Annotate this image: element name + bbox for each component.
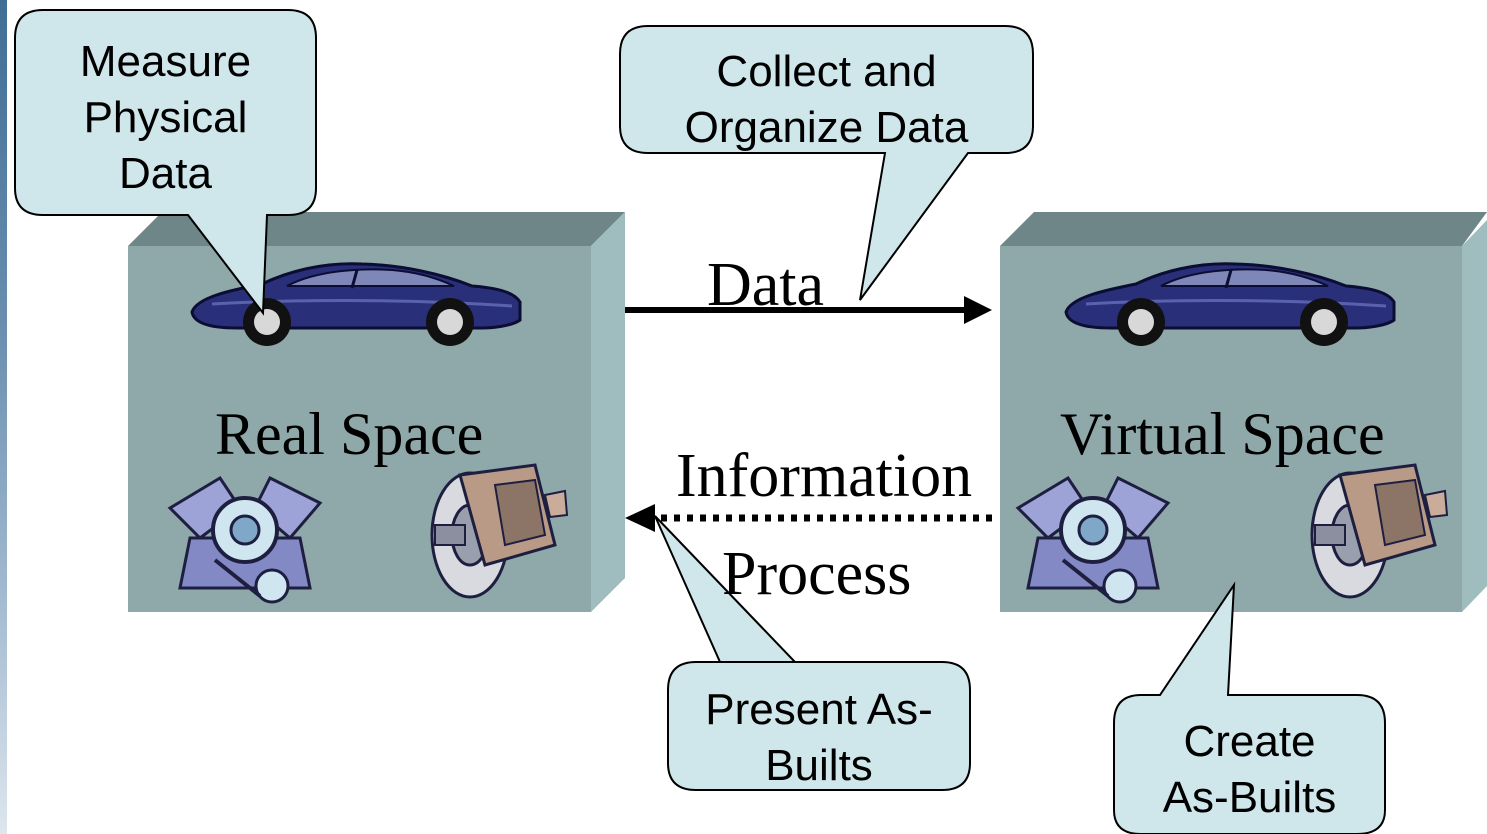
callout-present-text: Present As- Builts	[668, 682, 970, 794]
engine-icon	[168, 476, 322, 604]
callout-line: Builts	[765, 741, 873, 790]
callout-line: Measure	[79, 37, 252, 86]
callout-line: Create	[1183, 717, 1316, 766]
callout-line: Collect and	[716, 47, 937, 96]
callout-measure	[14, 9, 317, 316]
callout-measure-text: Measure Physical Data	[15, 34, 316, 202]
information-label: Information	[676, 442, 973, 510]
callout-collect-text: Collect and Organize Data	[620, 44, 1033, 156]
callout-line: Organize Data	[684, 103, 969, 152]
virtual-space-label: Virtual Space	[1060, 401, 1385, 467]
callout-line: Physical	[83, 93, 248, 142]
information-arrow	[625, 504, 992, 532]
data-label: Data	[707, 251, 825, 319]
callout-collect	[619, 25, 1034, 301]
callout-present	[654, 515, 971, 791]
process-label: Process	[722, 540, 912, 608]
data-arrow	[625, 296, 992, 324]
callout-line: Data	[119, 149, 212, 198]
engine-icon	[1016, 476, 1170, 604]
callout-line: Present As-	[705, 685, 933, 734]
real-space-label: Real Space	[215, 401, 484, 467]
callout-line: As-Builts	[1162, 773, 1337, 822]
callout-create-text: Create As-Builts	[1114, 714, 1385, 826]
slide-edge-bar	[0, 0, 7, 834]
